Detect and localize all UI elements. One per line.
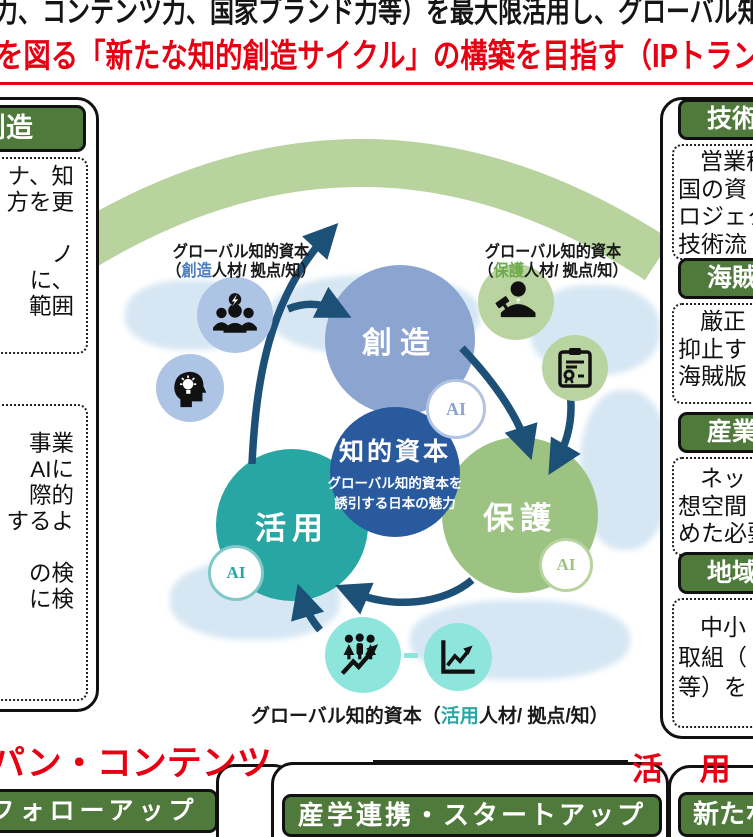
panel-text-line: 営業秘: [700, 148, 753, 174]
panel-text-line: 中小: [700, 614, 746, 640]
right-panel-box-industry: ネットワ 想空間 めた必要: [672, 457, 753, 556]
right-panel-header-tech: 技術: [678, 99, 753, 140]
arata-header: 新たな: [678, 792, 753, 837]
ai-badge-label: AI: [556, 555, 576, 574]
header-label: 産業: [707, 418, 753, 446]
left-panel-header-label: 創造: [0, 113, 33, 143]
label-global-capital-create: グローバル知的資本 （創造人材/ 拠点/知）: [157, 243, 324, 281]
label-line1: グローバル知的資本: [172, 243, 310, 261]
center-circle-sub2: 誘引する日本の魅力: [334, 496, 456, 511]
header-label: 海賊: [707, 264, 753, 292]
headline-line1: 力、コンテンツ力、国家ブランド力等）を最大限活用し、グローバル知的: [0, 0, 753, 29]
panel-text-line: 際的: [28, 483, 74, 508]
ai-badge-label: AI: [445, 398, 466, 419]
create-head-icon-circle: [156, 354, 224, 422]
create-people-icon-circle: [197, 277, 273, 353]
create-circle-label: 創造: [362, 327, 438, 360]
panel-text-line: 国の資: [678, 175, 747, 202]
right-panel-box-region: 中小 取組（ 等）を: [672, 598, 753, 728]
protect-certificate-icon-circle: [542, 335, 608, 401]
headline-line2-red-underlined: を図る「新たな知的創造サイクル」の構築を目指す（IPトランスフォーメー: [0, 29, 753, 85]
panel-text-line: 範囲: [28, 294, 74, 319]
center-circle-title: 知的資本: [338, 438, 451, 466]
talent-growth-icon: [340, 633, 379, 675]
panel-text-line: に、: [29, 268, 74, 293]
center-circle-sub1: グローバル知的資本を: [327, 476, 463, 491]
right-panel-box-tech: 営業秘 国の資 ロジェク 技術流: [672, 144, 753, 260]
panel-text-line: 取組（: [678, 644, 747, 670]
use-chart-icon-circle: [424, 623, 492, 691]
panel-text-line: めた必要: [678, 520, 753, 546]
panel-text-line: [0, 216, 74, 242]
label-line1: グローバル知的資本: [484, 243, 622, 261]
right-panel-header-region: 地域: [678, 552, 753, 594]
certificate-clipboard-icon: [558, 348, 592, 388]
followup-header: フォローアップ: [0, 789, 218, 833]
protect-circle-label: 保護: [483, 500, 557, 536]
left-panel-box1: ナ、知 方を更 ノ に、 範囲: [0, 157, 88, 354]
katsuyou-section-label: 活 用: [632, 752, 745, 787]
ai-badge-use: AI: [208, 545, 264, 601]
ai-badge-protect: AI: [539, 538, 593, 592]
panel-text-line: 海賊版: [678, 363, 747, 389]
panel-text-line: ノ: [51, 242, 74, 267]
cool-japan-contents-label: パン・コンテンツ: [0, 744, 272, 783]
label-global-capital-protect: グローバル知的資本 （保護人材/ 拠点/知）: [469, 243, 636, 281]
panel-text-line: するよ: [6, 509, 74, 534]
katsuyou-divider-line: [373, 760, 628, 764]
ai-badge-label: AI: [226, 563, 246, 582]
header-label: 地域: [707, 559, 753, 587]
panel-text-line: の検: [28, 561, 74, 586]
right-panel-header-industry: 産業: [678, 412, 753, 453]
label-global-capital-use: グローバル知的資本（活用人材/ 拠点/知）: [251, 706, 609, 727]
use-talent-icon-circle: [325, 617, 401, 693]
examiner-icon: [495, 281, 536, 318]
right-panel-header-pirate: 海賊: [678, 258, 753, 299]
green-arc: [62, 139, 672, 281]
sangaku-header: 産学連携・スタートアップ: [282, 794, 662, 837]
panel-text-line: [0, 535, 74, 561]
arata-header-label: 新たな: [693, 799, 753, 829]
panel-text-line: ネットワ: [700, 465, 753, 491]
protect-word: 保護: [493, 262, 524, 280]
market-chart-icon: [441, 640, 475, 674]
create-word: 創造: [181, 262, 212, 280]
panel-text-line: 厳正: [700, 308, 746, 334]
panel-text-line: ロジェク: [678, 203, 753, 229]
panel-text-line: 技術流: [678, 230, 747, 257]
left-panel-header: 創造: [0, 105, 86, 152]
panel-text-line: 抑止す: [678, 335, 747, 362]
protect-examiner-icon-circle: [478, 264, 554, 340]
icon-connector-dash: [404, 653, 418, 658]
panel-text-line: ナ、知: [7, 164, 74, 189]
label-line2: （保護人材/ 拠点/知）: [478, 262, 628, 280]
panel-text-line: AIに: [30, 457, 74, 482]
panel-text-line: 方を更: [6, 190, 74, 215]
people-lightbulb-icon: [213, 293, 257, 333]
left-panel-box2: 事業 AIに 際的 するよ の検 に検: [0, 404, 88, 701]
head-idea-icon: [174, 371, 207, 408]
panel-text-line: 想空間: [678, 492, 747, 519]
panel-text-line: に検: [28, 587, 74, 612]
use-word: 活用: [440, 706, 479, 727]
panel-text-line: 事業: [28, 431, 74, 456]
header-label: 技術: [707, 105, 753, 133]
panel-text-line: 等）を: [678, 674, 747, 700]
ai-badge-create: AI: [426, 379, 486, 439]
right-panel-box-pirate: 厳正 抑止す 海賊版: [672, 303, 753, 404]
followup-header-label: フォローアップ: [0, 797, 199, 825]
sangaku-header-label: 産学連携・スタートアップ: [297, 800, 646, 830]
use-circle-label: 活用: [255, 510, 329, 546]
label-line2: （創造人材/ 拠点/知）: [166, 262, 316, 280]
